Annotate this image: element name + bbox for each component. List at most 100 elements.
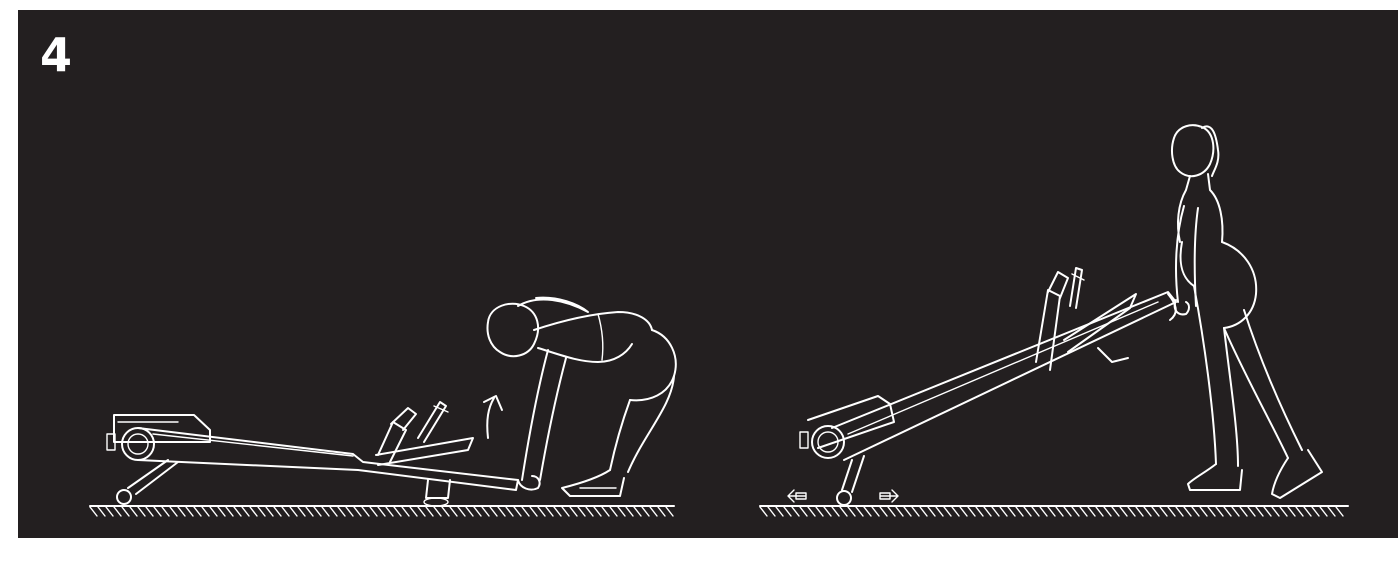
floor-hatch-stroke [1272, 507, 1279, 516]
tilted-machine-icon [800, 268, 1176, 505]
floor-hatch-stroke [1152, 507, 1159, 516]
floor-hatch-stroke [1160, 507, 1167, 516]
floor-hatch-stroke [896, 507, 903, 516]
floor-hatch-stroke [258, 507, 265, 516]
floor-hatch-stroke [522, 507, 529, 516]
floor-hatch-stroke [1184, 507, 1191, 516]
floor-hatch-stroke [330, 507, 337, 516]
floor-hatch-stroke [394, 507, 401, 516]
floor-hatch-stroke [554, 507, 561, 516]
floor-hatch-stroke [146, 507, 153, 516]
floor-hatch-stroke [1232, 507, 1239, 516]
floor-hatch-stroke [768, 507, 775, 516]
floor-hatch-stroke [138, 507, 145, 516]
floor-hatch-stroke [250, 507, 257, 516]
floor-hatch-stroke [458, 507, 465, 516]
floor-hatch-stroke [154, 507, 161, 516]
floor-hatch-stroke [434, 507, 441, 516]
floor-hatch-stroke [1200, 507, 1207, 516]
floor-hatch-stroke [202, 507, 209, 516]
floor-hatch-stroke [130, 507, 137, 516]
floor-hatch-stroke [1056, 507, 1063, 516]
floor-hatch-stroke [658, 507, 665, 516]
folded-machine-icon [107, 402, 518, 506]
floor-hatch-stroke [816, 507, 823, 516]
floor-hatch-stroke [338, 507, 345, 516]
floor-hatch-stroke [944, 507, 951, 516]
floor-hatch-stroke [642, 507, 649, 516]
floor-hatch-stroke [784, 507, 791, 516]
floor-hatch-stroke [274, 507, 281, 516]
floor-hatch-stroke [1128, 507, 1135, 516]
floor-hatch-stroke [610, 507, 617, 516]
floor-hatch-stroke [426, 507, 433, 516]
floor-hatch-stroke [872, 507, 879, 516]
floor-hatch-stroke [856, 507, 863, 516]
floor-hatch-stroke [618, 507, 625, 516]
floor-hatch-stroke [1136, 507, 1143, 516]
floor-hatch-stroke [314, 507, 321, 516]
floor-hatch-stroke [912, 507, 919, 516]
floor-hatch-stroke [186, 507, 193, 516]
floor-hatch-stroke [226, 507, 233, 516]
floor-hatch-stroke [210, 507, 217, 516]
floor-hatch-stroke [1192, 507, 1199, 516]
floor-hatch-stroke [234, 507, 241, 516]
floor-hatch-stroke [1216, 507, 1223, 516]
floor-hatch-stroke [114, 507, 121, 516]
floor-hatch-stroke [346, 507, 353, 516]
floor-hatch-stroke [586, 507, 593, 516]
floor-hatch-stroke [266, 507, 273, 516]
floor-hatch-stroke [298, 507, 305, 516]
floor-hatch-stroke [824, 507, 831, 516]
floor-hatch-stroke [1288, 507, 1295, 516]
floor-hatch-stroke [1120, 507, 1127, 516]
floor-hatch-stroke [170, 507, 177, 516]
floor-hatch-stroke [410, 507, 417, 516]
floor-hatch-stroke [290, 507, 297, 516]
floor-hatch-stroke [760, 507, 767, 516]
floor-hatch-stroke [1248, 507, 1255, 516]
floor-hatch-stroke [1280, 507, 1287, 516]
floor-hatch-stroke [194, 507, 201, 516]
floor-hatch-stroke [162, 507, 169, 516]
floor-hatch-stroke [570, 507, 577, 516]
floor-hatch-stroke [1104, 507, 1111, 516]
floor-hatch-stroke [1256, 507, 1263, 516]
person-lifting-icon [488, 298, 676, 496]
floor-hatch-stroke [1024, 507, 1031, 516]
floor-hatch-stroke [386, 507, 393, 516]
floor-hatch-stroke [1336, 507, 1343, 516]
floor-hatch-stroke [122, 507, 129, 516]
floor-hatch-stroke [306, 507, 313, 516]
floor-hatch-stroke [888, 507, 895, 516]
floor-hatch-stroke [530, 507, 537, 516]
floor-hatch-stroke [1304, 507, 1311, 516]
floor-hatch-icon [90, 506, 674, 516]
floor-hatch-stroke [1064, 507, 1071, 516]
floor-hatch-stroke [1176, 507, 1183, 516]
floor-hatch-icon [760, 506, 1348, 516]
floor-hatch-stroke [1320, 507, 1327, 516]
floor-hatch-stroke [1080, 507, 1087, 516]
floor-hatch-stroke [776, 507, 783, 516]
floor-hatch-stroke [562, 507, 569, 516]
floor-hatch-stroke [928, 507, 935, 516]
floor-hatch-stroke [450, 507, 457, 516]
floor-hatch-stroke [594, 507, 601, 516]
floor-hatch-stroke [90, 507, 97, 516]
floor-hatch-stroke [848, 507, 855, 516]
floor-hatch-stroke [666, 507, 673, 516]
floor-hatch-stroke [1032, 507, 1039, 516]
floor-hatch-stroke [960, 507, 967, 516]
floor-hatch-stroke [546, 507, 553, 516]
floor-hatch-stroke [498, 507, 505, 516]
floor-hatch-stroke [800, 507, 807, 516]
floor-hatch-stroke [106, 507, 113, 516]
floor-hatch-stroke [1240, 507, 1247, 516]
floor-hatch-stroke [792, 507, 799, 516]
floor-hatch-stroke [218, 507, 225, 516]
floor-hatch-stroke [1312, 507, 1319, 516]
instruction-illustration [18, 10, 1398, 538]
floor-hatch-stroke [322, 507, 329, 516]
